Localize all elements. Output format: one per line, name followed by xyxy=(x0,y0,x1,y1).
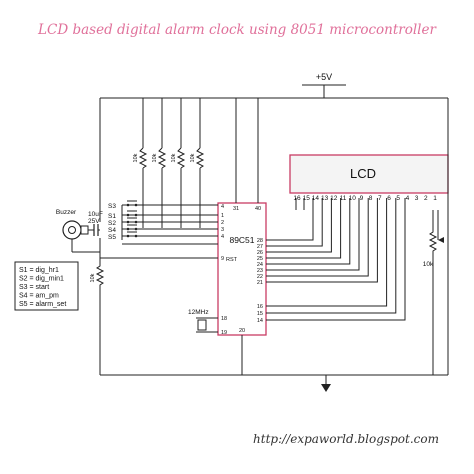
data-line xyxy=(266,198,388,307)
mcu-left-pin-label: 18 xyxy=(221,316,227,322)
mcu-right-pin-label: 26 xyxy=(257,250,263,256)
resistor-value: 10k xyxy=(133,153,139,162)
crystal-label: 12MHz xyxy=(188,309,209,316)
data-line xyxy=(266,198,342,259)
mcu-right-pin-label: 24 xyxy=(257,262,263,268)
lcd-pin-label: 3 xyxy=(415,195,419,202)
data-line xyxy=(266,198,351,265)
lcd-pin-label: 1 xyxy=(433,195,437,202)
power-label: +5V xyxy=(316,72,332,82)
pullup-resistors: 10k 10k 10k 10k xyxy=(133,147,205,169)
capacitor-value: 10uF xyxy=(88,211,103,218)
lcd-pin-label: 15 xyxy=(303,195,311,202)
mcu-right-pin-label: 21 xyxy=(257,280,263,286)
resistor-value: 10k xyxy=(171,153,177,162)
data-line xyxy=(266,198,360,271)
svg-text:10k: 10k xyxy=(90,273,96,282)
lcd-pin-label: 2 xyxy=(424,195,428,202)
resistor-symbol xyxy=(138,147,148,169)
mcu-left-pin-label: 9 xyxy=(221,256,224,262)
data-line xyxy=(266,198,378,283)
data-line xyxy=(266,198,397,314)
legend-item: S3 = start xyxy=(19,284,49,291)
legend-item: S5 = alarm_set xyxy=(19,301,66,308)
resistor-symbol xyxy=(176,147,186,169)
data-line xyxy=(266,198,323,247)
switch-label: S3 xyxy=(108,203,116,210)
mcu-label: 89C51 xyxy=(229,235,254,245)
buzzer-label: Buzzer xyxy=(56,209,77,216)
lcd-pin-label: 5 xyxy=(396,195,400,202)
mcu-top-pin-label: 31 xyxy=(233,206,239,212)
ground-symbol xyxy=(321,375,331,392)
mcu-right-pin-label: 15 xyxy=(257,311,263,317)
potentiometer: 10k xyxy=(423,228,444,268)
mcu-right-pin-label: 16 xyxy=(257,304,263,310)
lcd-pin-label: 7 xyxy=(378,195,382,202)
mcu-top-pin-label: 40 xyxy=(255,206,261,212)
resistor-value: 10k xyxy=(190,153,196,162)
switch-label: S5 xyxy=(108,234,116,241)
mcu-right-pin-label: 25 xyxy=(257,256,263,262)
power-rail: +5V xyxy=(100,72,448,99)
reset-resistor: 10k xyxy=(90,262,105,290)
mcu-left-pin-label: 4 xyxy=(221,234,224,240)
legend-item: S2 = dig_min1 xyxy=(19,276,64,283)
wiring xyxy=(71,98,449,376)
mcu-left-pin-label: 3 xyxy=(221,227,224,233)
legend-item: S4 = am_pm xyxy=(19,293,59,300)
lcd-pin-label: 6 xyxy=(387,195,391,202)
crystal: 12MHz xyxy=(188,309,209,333)
capacitor-voltage: 25V xyxy=(88,218,100,225)
buzzer: Buzzer xyxy=(56,209,89,240)
mcu-right-pin-label: 22 xyxy=(257,274,263,280)
lcd-pin-label: 10 xyxy=(349,195,357,202)
mcu-rst-label: RST xyxy=(226,257,238,263)
mcu-to-lcd-lines xyxy=(266,198,406,321)
legend-item: S1 = dig_hr1 xyxy=(19,267,59,274)
resistor-symbol xyxy=(195,147,205,169)
mcu-right-pin-label: 23 xyxy=(257,268,263,274)
mcu-bottom-pin-label: 20 xyxy=(239,328,245,334)
mcu-left-pin-label: 1 xyxy=(221,213,224,219)
mcu-right-pin-label: 14 xyxy=(257,318,263,324)
mcu-left-pin-label: 19 xyxy=(221,330,227,336)
data-line xyxy=(266,198,406,321)
lcd-pin-label: 13 xyxy=(321,195,329,202)
lcd-pin-label: 12 xyxy=(330,195,338,202)
lcd-pin-label: 8 xyxy=(369,195,373,202)
mcu-left-pin-label: 2 xyxy=(221,220,224,226)
lcd-pin-label: 4 xyxy=(406,195,410,202)
mcu-right-pin-label: 28 xyxy=(257,238,263,244)
lcd-pin-label: 9 xyxy=(360,195,364,202)
mcu-right-pin-label: 27 xyxy=(257,244,263,250)
lcd-body xyxy=(289,154,449,194)
lcd-label: LCD xyxy=(350,166,376,181)
mcu-left-pin-label: 4 xyxy=(221,204,224,210)
data-line xyxy=(266,198,332,253)
resistor-symbol xyxy=(157,147,167,169)
lcd-pin-label: 11 xyxy=(340,195,347,202)
switch-label: S2 xyxy=(108,220,116,227)
diagram-title: LCD based digital alarm clock using 8051… xyxy=(37,22,437,38)
capacitor: 10uF 25V xyxy=(88,211,103,236)
data-line xyxy=(266,198,314,241)
lcd-pin-label: 16 xyxy=(293,195,301,202)
lcd-pin-label: 14 xyxy=(312,195,320,202)
pot-label: 10k xyxy=(423,261,434,268)
source-url: http://expaworld.blogspot.com xyxy=(253,432,439,446)
resistor-value: 10k xyxy=(152,153,158,162)
switch-label: S1 xyxy=(108,213,116,220)
switch-label: S4 xyxy=(108,227,116,234)
data-line xyxy=(266,198,369,277)
